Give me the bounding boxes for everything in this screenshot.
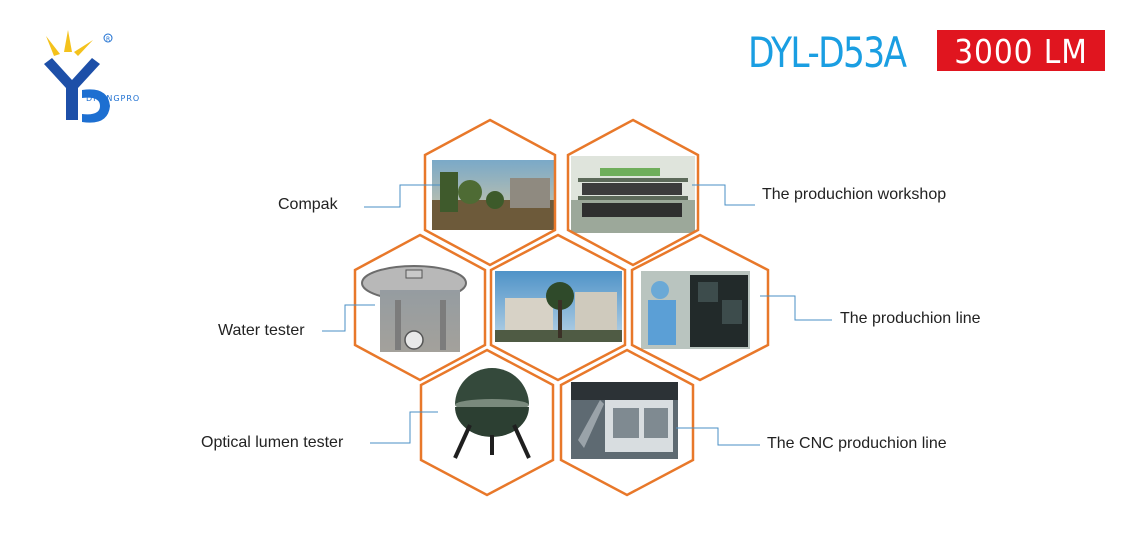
hexagon-outlines xyxy=(353,118,770,497)
brand-logo: R xyxy=(38,28,158,128)
lumen-value: 3000 LM xyxy=(954,32,1088,71)
logo-wordmark: DIVINGPRO xyxy=(86,94,141,103)
photo-workshop xyxy=(571,156,695,233)
label-production-workshop: The produchion workshop xyxy=(762,186,947,203)
label-production-line: The produchion line xyxy=(840,310,981,327)
label-compak: Compak xyxy=(278,196,338,213)
label-water-tester: Water tester xyxy=(218,322,305,339)
label-optical-lumen-tester: Optical lumen tester xyxy=(201,434,344,451)
model-title: DYL-D53A xyxy=(748,28,907,77)
photo-optical-tester xyxy=(453,368,531,459)
svg-text:R: R xyxy=(106,36,110,43)
photo-campus xyxy=(495,271,622,342)
photo-water-tester xyxy=(361,265,467,352)
photo-cnc-line xyxy=(571,382,678,459)
label-connectors xyxy=(322,184,832,446)
photo-production-line xyxy=(641,271,750,349)
label-cnc-production-line: The CNC produchion line xyxy=(767,435,947,452)
photo-compak xyxy=(432,160,555,230)
lumen-badge: 3000 LM xyxy=(937,30,1105,71)
